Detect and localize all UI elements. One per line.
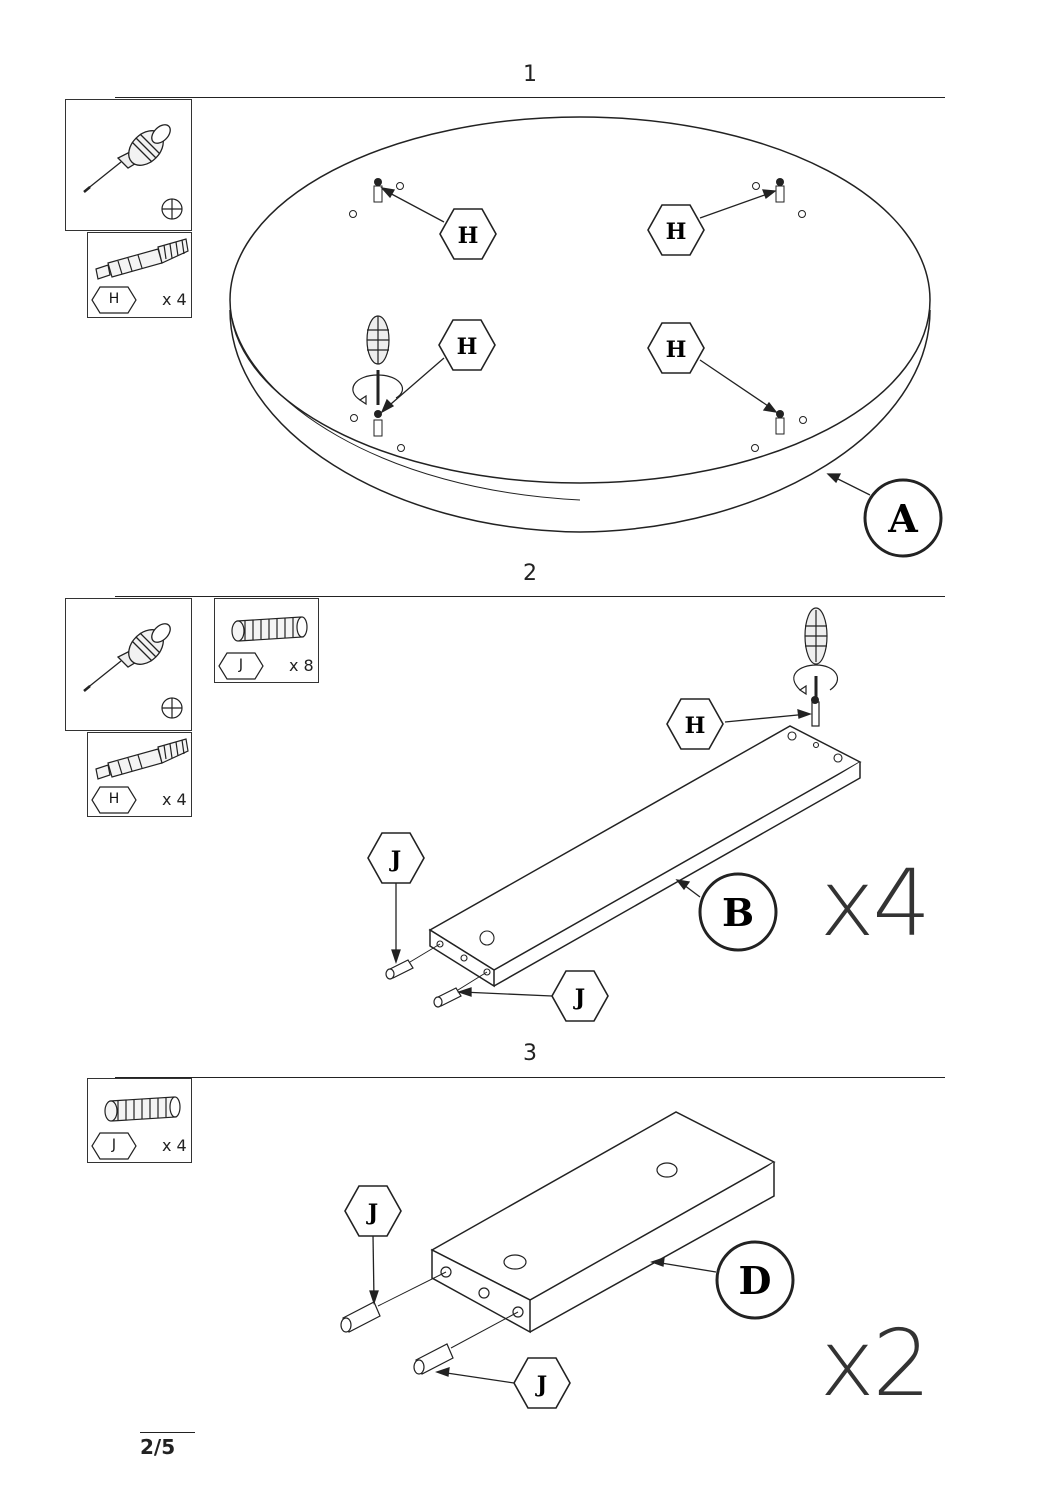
step-2-multiplier: x4 [820, 850, 931, 957]
step-2-divider [115, 596, 945, 597]
phillips-icon [161, 198, 183, 220]
cam-bolt-icon [95, 738, 189, 780]
step-1-tool-box [65, 99, 192, 231]
hex-label: J [573, 985, 585, 1011]
phillips-icon [161, 697, 183, 719]
part-qty: x 4 [162, 790, 187, 809]
step-2-part-h-box: H x 4 [87, 732, 192, 817]
step-3-number: 3 [523, 1041, 537, 1066]
screwdriver-icon [83, 623, 171, 692]
part-qty: x 4 [162, 1136, 187, 1155]
hex-label: H [666, 337, 687, 363]
page-number: 2/5 [140, 1432, 195, 1459]
step-1-divider [115, 97, 945, 98]
hex-label: H [458, 223, 479, 249]
hex-h-icon [91, 286, 137, 314]
step-1-part-h-box: H x 4 [87, 232, 192, 318]
step-2-part-j-box: J x 8 [214, 598, 319, 683]
rail-panel-b [428, 725, 862, 971]
step-3-drawing: J J D [340, 1111, 795, 1409]
part-code: H [108, 291, 120, 307]
screwdriver-icon [83, 124, 171, 193]
hex-label: J [535, 1372, 547, 1398]
panel-label-a: A [887, 496, 918, 541]
dowel-icon [231, 616, 308, 642]
panel-label-b: B [722, 890, 754, 935]
tabletop-panel-a [229, 116, 931, 484]
hex-label: H [457, 334, 478, 360]
cam-bolt-icon [95, 238, 189, 280]
part-code: J [111, 1137, 117, 1153]
hex-j-icon [91, 1132, 137, 1160]
part-code: J [238, 657, 244, 673]
part-qty: x 8 [289, 656, 314, 675]
step-3-part-j-box: J x 4 [87, 1078, 192, 1163]
hex-j-icon [218, 652, 264, 680]
step-2-number: 2 [523, 561, 537, 586]
step-3-multiplier: x2 [820, 1310, 931, 1417]
hex-label: H [666, 219, 687, 245]
hex-label: J [366, 1200, 378, 1226]
step-3-divider [115, 1077, 945, 1078]
hex-label: H [685, 713, 706, 739]
part-qty: x 4 [162, 290, 187, 309]
step-2-drawing: H J J B [367, 607, 862, 1022]
dowel-icon [104, 1096, 181, 1122]
part-code: H [108, 791, 120, 807]
step-2-tool-box [65, 598, 192, 731]
step-1-number: 1 [523, 62, 537, 87]
hex-label: J [389, 847, 401, 873]
step-1-drawing: H H H H A [229, 116, 943, 558]
panel-label-d: D [739, 1258, 772, 1303]
hex-h-icon [91, 786, 137, 814]
